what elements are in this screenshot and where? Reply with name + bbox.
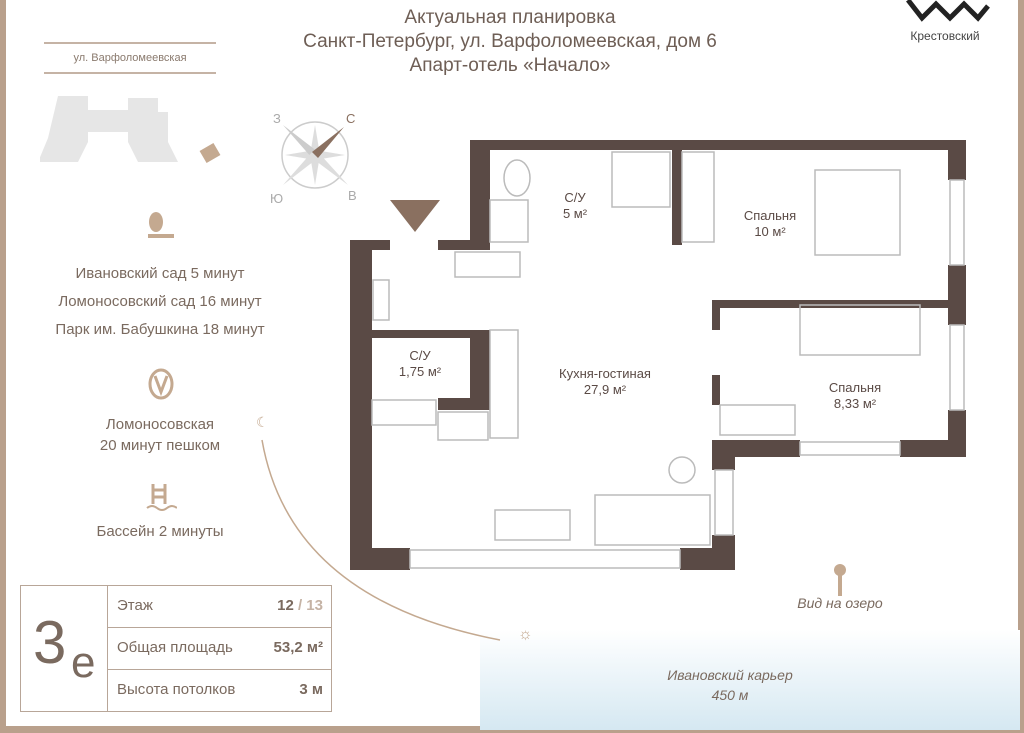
room-name: С/У	[564, 190, 586, 205]
street-label: ул. Варфоломеевская	[44, 42, 216, 74]
quarry-distance: 450 м	[711, 687, 749, 703]
title-line-1: Актуальная планировка	[404, 7, 616, 28]
compass-west: З	[273, 111, 281, 126]
entrance-arrow-icon	[390, 200, 440, 232]
route-arc	[261, 439, 501, 641]
pool-info: Бассейн 2 минуты	[96, 523, 224, 540]
room-name: Спальня	[743, 208, 797, 223]
room-name: Спальня	[828, 380, 882, 395]
walls	[350, 140, 966, 570]
metro-time: 20 минут пешком	[99, 437, 221, 454]
room-area: 10 м²	[754, 224, 786, 239]
key-icon	[834, 564, 846, 596]
border-left	[0, 0, 6, 733]
water-area	[480, 630, 1020, 730]
sun-icon: ☼	[518, 626, 533, 643]
height-value: 3 м	[299, 681, 323, 698]
compass-east: В	[348, 188, 357, 203]
border-right	[1018, 0, 1024, 733]
parks-list: Ивановский сад 5 минут Ломоносовский сад…	[20, 260, 300, 344]
room-name: С/У	[409, 348, 431, 363]
metro-name: Ломоносовская	[105, 416, 215, 433]
logo-mark-icon	[906, 0, 990, 22]
floor-label: Этаж	[117, 597, 153, 614]
area-row: Общая площадь 53,2 м²	[108, 628, 331, 670]
building-site-icon	[40, 96, 221, 164]
moon-icon: ☾	[256, 414, 269, 430]
park-item: Ломоносовский сад 16 минут	[58, 293, 262, 310]
type-letter: е	[71, 638, 96, 687]
floor-row: Этаж 12 / 13	[108, 586, 331, 628]
height-row: Высота потолков 3 м	[108, 670, 331, 711]
floor-value: 12	[277, 597, 294, 614]
room-area: 1,75 м²	[398, 364, 442, 379]
compass-north: С	[346, 111, 355, 126]
park-item: Парк им. Бабушкина 18 минут	[55, 321, 265, 338]
room-area: 8,33 м²	[833, 396, 877, 411]
park-icon	[148, 212, 174, 238]
type-number: 3	[33, 609, 67, 676]
logo: Крестовский	[890, 0, 1000, 43]
quarry-name: Ивановский карьер	[667, 667, 793, 683]
title-line-2: Санкт-Петербург, ул. Варфоломеевская, до…	[303, 31, 717, 52]
page-title: Актуальная планировка Санкт-Петербург, у…	[250, 6, 770, 78]
quarry-label: Ивановский карьер 450 м	[630, 665, 830, 705]
compass-icon: З С Ю В	[270, 111, 357, 205]
fixtures	[371, 151, 965, 569]
room-name: Кухня-гостиная	[559, 366, 651, 381]
park-item: Ивановский сад 5 минут	[75, 265, 245, 282]
metro-icon	[148, 368, 174, 400]
title-line-3: Апарт-отель «Начало»	[409, 55, 611, 76]
compass-south: Ю	[270, 191, 283, 205]
height-label: Высота потолков	[117, 681, 236, 698]
pool-icon	[146, 484, 177, 511]
metro-info: Ломоносовская 20 минут пешком	[20, 414, 300, 456]
area-label: Общая площадь	[117, 639, 233, 656]
room-area: 27,9 м²	[583, 382, 627, 397]
floors-total: / 13	[297, 597, 323, 614]
room-area: 5 м²	[562, 206, 588, 221]
logo-text: Крестовский	[910, 29, 980, 43]
lake-view-label: Вид на озеро	[797, 595, 883, 611]
area-value: 53,2 м²	[273, 639, 323, 656]
